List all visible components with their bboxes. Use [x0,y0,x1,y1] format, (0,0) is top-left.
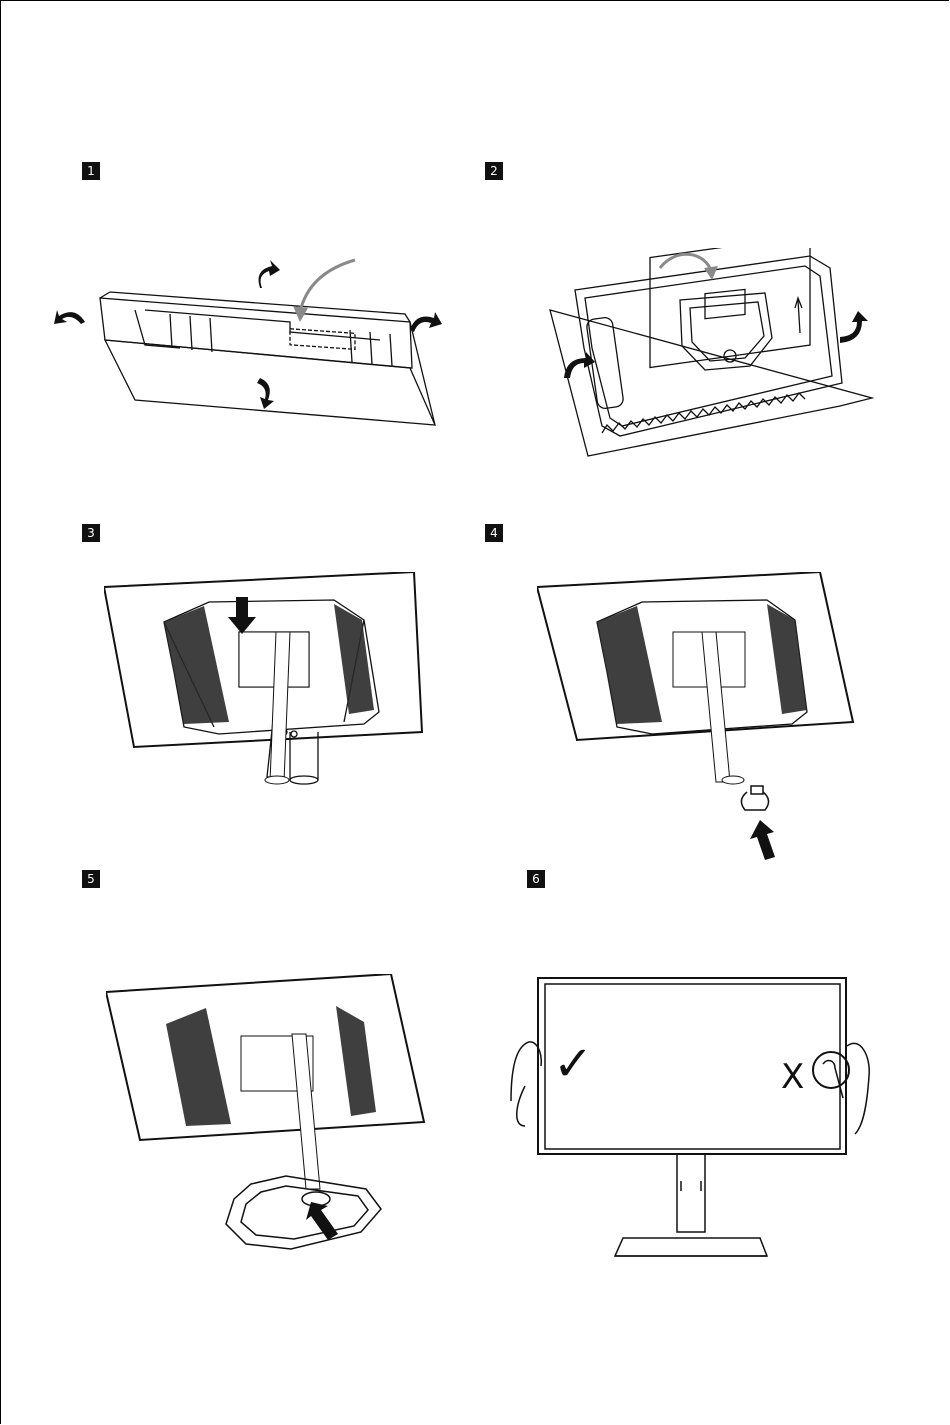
step-4-illustration [537,572,857,862]
step-2-badge: 2 [485,162,503,180]
step-6-illustration: ✓ X [505,976,880,1266]
stand-base [226,1176,381,1249]
clip-part [741,786,768,810]
up-arrow [306,1202,338,1240]
step-5-illustration [106,974,426,1254]
step-1-badge: 1 [82,162,100,180]
step-1-illustration [50,250,450,440]
correct-mark: ✓ [553,1036,593,1092]
lift-arrows [564,311,868,378]
down-arrow [228,597,256,634]
step-3-badge: 3 [82,524,100,542]
wrong-mark: X [781,1057,804,1097]
step-4-badge: 4 [485,524,503,542]
step-5-badge: 5 [82,870,100,888]
step-3-illustration [104,572,424,792]
open-flap-arrows [54,260,442,409]
up-arrow [750,820,775,860]
step-2-illustration [540,248,885,458]
step-6-badge: 6 [527,870,545,888]
